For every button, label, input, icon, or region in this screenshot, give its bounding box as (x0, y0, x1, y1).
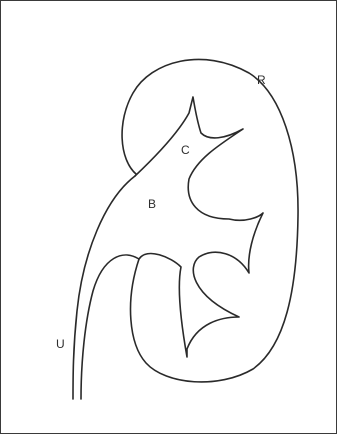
kidney-outline (122, 59, 298, 382)
renal-pelvis-calyces (135, 97, 263, 357)
ureter-right-wall (81, 255, 139, 399)
label-u: U (56, 337, 65, 351)
label-r: R (257, 73, 266, 87)
label-b: B (148, 197, 156, 211)
label-c: C (181, 143, 190, 157)
